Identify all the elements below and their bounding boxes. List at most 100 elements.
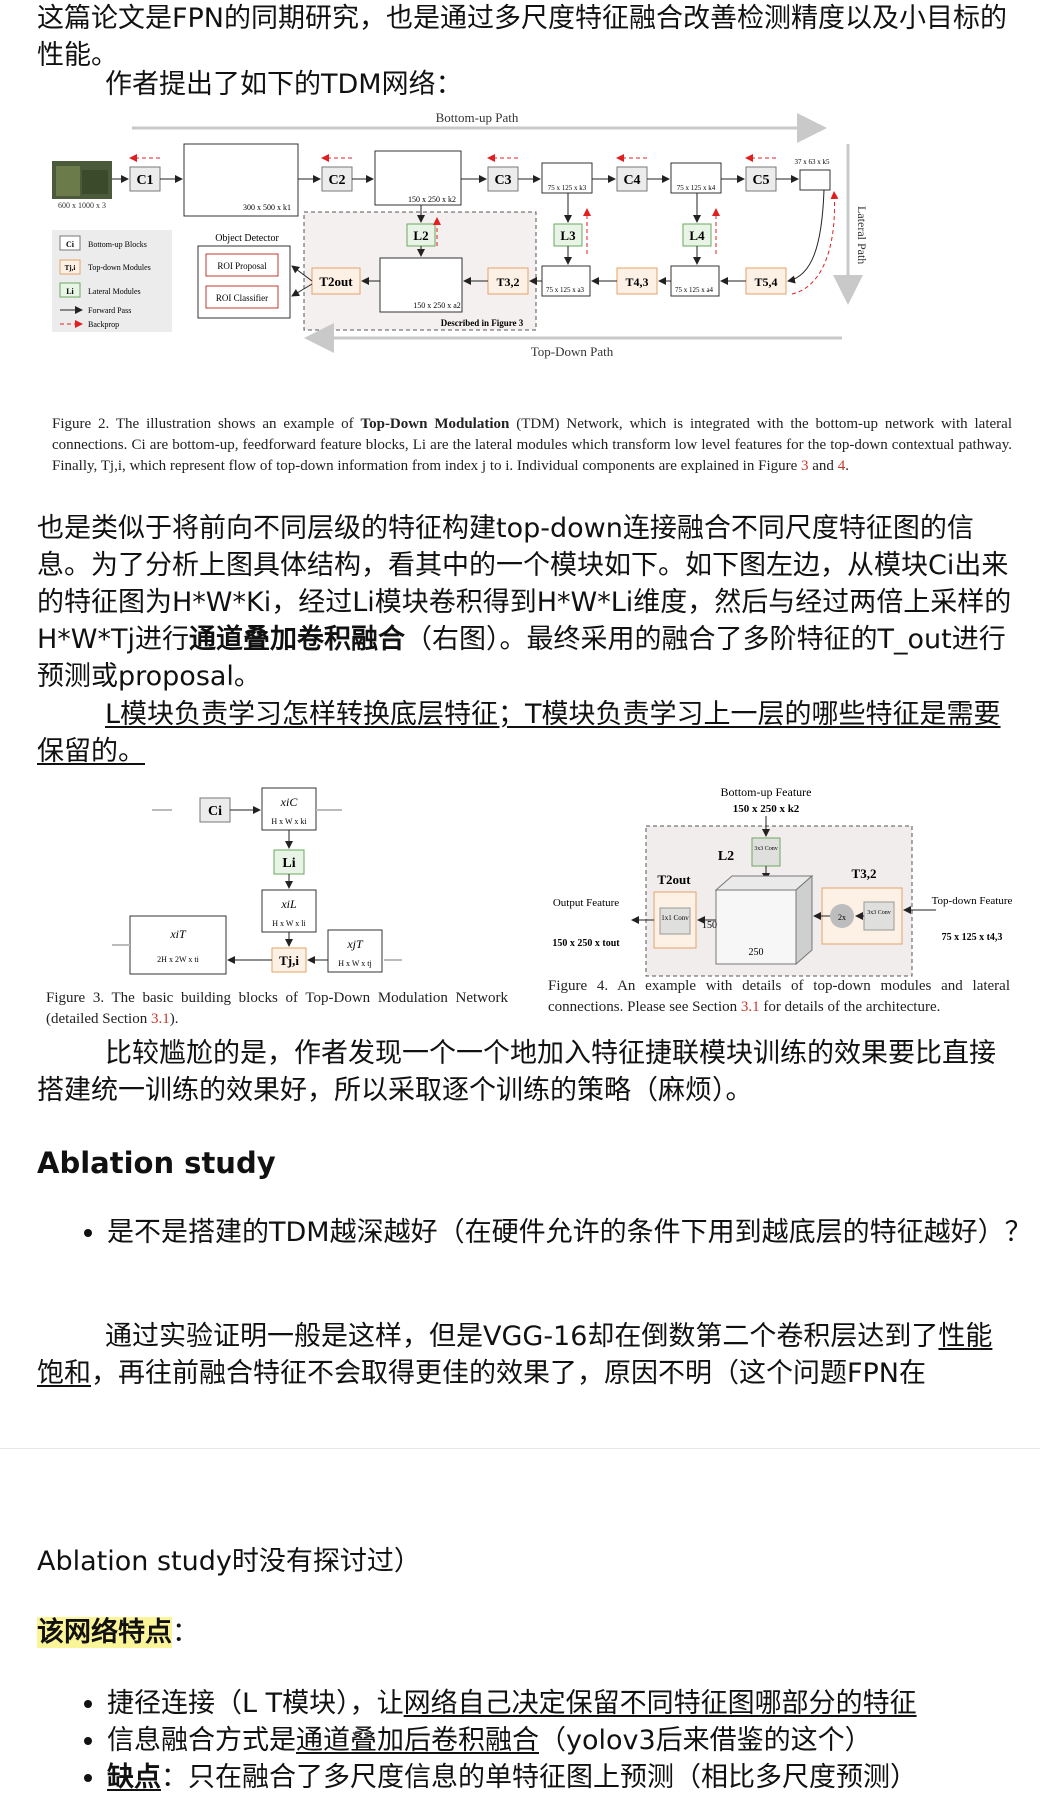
svg-text:T2out: T2out — [657, 872, 691, 887]
t-block-2out: T2out — [311, 267, 361, 295]
figure-3: Ci xiC H x W x ki Li xiL H x W x li Tj,i… — [42, 780, 512, 1032]
intro-paragraph: 这篇论文是FPN的同期研究，也是通过多尺度特征融合改善检测精度以及小目标的性能。 — [37, 3, 1008, 71]
features-list: 捷径连接（L T模块），让网络自己决定保留不同特征图哪部分的特征 信息融合方式是… — [37, 1685, 1040, 1796]
xj-box — [327, 929, 383, 973]
svg-text:250: 250 — [749, 947, 764, 958]
svg-text:T5,4: T5,4 — [754, 275, 777, 289]
input-size: 600 x 1000 x 3 — [58, 201, 106, 210]
list-item: 是不是搭建的TDM越深越好（在硬件允许的条件下用到越底层的特征越好）？ — [107, 1214, 1040, 1251]
svg-text:150: 150 — [702, 920, 717, 931]
svg-text:T4,3: T4,3 — [625, 275, 648, 289]
xt-box — [129, 915, 227, 975]
lateral-path-label: Lateral Path — [855, 206, 869, 264]
svg-text:75 x 125 x a3: 75 x 125 x a3 — [546, 286, 585, 294]
page-1: 这篇论文是FPN的同期研究，也是通过多尺度特征融合改善检测精度以及小目标的性能。… — [0, 0, 1040, 1430]
svg-text:2H x 2W x ti: 2H x 2W x ti — [157, 955, 199, 964]
figure-4: Bottom-up Feature 150 x 250 x k2 L2 3x3 … — [546, 780, 1013, 1020]
svg-text:Ci: Ci — [208, 804, 222, 819]
feature-map-150 — [374, 150, 462, 206]
svg-text:Bottom-up Blocks: Bottom-up Blocks — [88, 240, 147, 249]
svg-text:C3: C3 — [494, 173, 511, 188]
svg-text:150 x 250 x tout: 150 x 250 x tout — [552, 938, 620, 949]
svg-text:T3,2: T3,2 — [496, 275, 519, 289]
svg-text:H x W x tj: H x W x tj — [338, 959, 371, 968]
figure-2: Bottom-up Path Lateral Path 600 x 1000 x… — [52, 106, 1012, 510]
top-down-path-label: Top-Down Path — [531, 344, 614, 359]
svg-text:Backprop: Backprop — [88, 320, 119, 329]
l-block-3: L3 — [553, 223, 583, 247]
lt-module-paragraph: L模块负责学习怎样转换底层特征；T模块负责学习上一层的哪些特征是需要保留的。 — [37, 699, 1001, 767]
svg-text:75 x 125 x k4: 75 x 125 x k4 — [677, 184, 716, 192]
svg-text:75 x 125 x a4: 75 x 125 x a4 — [675, 286, 714, 294]
svg-text:T2out: T2out — [319, 274, 353, 289]
svg-text:C2: C2 — [328, 173, 345, 188]
svg-text:Top-down Feature: Top-down Feature — [932, 895, 1012, 907]
ablation-question-list: 是不是搭建的TDM越深越好（在硬件允许的条件下用到越底层的特征越好）？ — [37, 1214, 1040, 1251]
svg-text:L3: L3 — [560, 228, 576, 243]
td-map-150 — [379, 257, 463, 313]
svg-text:75 x 125 x t4,3: 75 x 125 x t4,3 — [942, 932, 1003, 943]
svg-text:Tj,i: Tj,i — [65, 264, 76, 272]
roi-proposal-box — [205, 253, 279, 277]
roi-classifier-box — [205, 285, 279, 309]
svg-text:Ci: Ci — [66, 240, 75, 249]
svg-text:L4: L4 — [689, 228, 705, 243]
feature-map-75-k3 — [541, 162, 593, 194]
svg-text:Output Feature: Output Feature — [553, 897, 619, 909]
fig4-cube — [715, 889, 797, 965]
feature-map-75-k4 — [670, 162, 722, 194]
td-map-75-a4 — [670, 265, 720, 297]
svg-text:C1: C1 — [136, 173, 153, 188]
svg-text:Tj,i: Tj,i — [279, 953, 299, 968]
t-block-5-4: T5,4 — [745, 267, 787, 295]
svg-text:Li: Li — [66, 287, 74, 296]
svg-text:C4: C4 — [623, 173, 640, 188]
feature-map-300 — [183, 143, 299, 217]
page-2: Ablation study时没有探讨过） 该网络特点： 捷径连接（L T模块）… — [0, 1462, 1040, 1805]
svg-text:3x3 Conv: 3x3 Conv — [754, 846, 778, 852]
svg-text:xiL: xiL — [280, 897, 297, 911]
figure-4-diagram: Bottom-up Feature 150 x 250 x k2 L2 3x3 … — [552, 785, 1013, 977]
svg-text:37 x 63 x k5: 37 x 63 x k5 — [795, 158, 831, 166]
list-item: 信息融合方式是通道叠加后卷积融合（yolov3后来借鉴的这个） — [107, 1722, 1040, 1759]
svg-text:Top-down Modules: Top-down Modules — [88, 263, 151, 272]
figure-3-diagram: Ci xiC H x W x ki Li xiL H x W x li Tj,i… — [112, 787, 402, 975]
svg-text:L2: L2 — [413, 228, 428, 243]
ablation-heading: Ablation study — [37, 1146, 276, 1180]
svg-text:L2: L2 — [718, 849, 734, 864]
features-heading: 该网络特点： — [37, 1617, 199, 1648]
svg-text:ROI Proposal: ROI Proposal — [217, 261, 267, 271]
bottom-up-path-label: Bottom-up Path — [436, 110, 519, 125]
svg-text:75 x 125 x k3: 75 x 125 x k3 — [548, 184, 587, 192]
fig4-conv3 — [751, 837, 781, 867]
intro-tdm-line: 作者提出了如下的TDM网络： — [105, 69, 463, 100]
feature-map-37 — [799, 169, 831, 191]
svg-text:T3,2: T3,2 — [852, 866, 877, 881]
t-block-4-3: T4,3 — [616, 267, 658, 295]
svg-text:300 x 500 x k1: 300 x 500 x k1 — [243, 203, 291, 212]
figure-2-diagram: Bottom-up Path Lateral Path 600 x 1000 x… — [52, 110, 869, 359]
c-block-1: C1 — [129, 166, 161, 192]
td-map-75-a3 — [541, 265, 591, 297]
li-block: Li — [273, 849, 305, 875]
svg-text:1x1 Conv: 1x1 Conv — [661, 914, 689, 922]
l-block-2: L2 — [406, 223, 436, 247]
svg-text:Described in Figure 3: Described in Figure 3 — [441, 318, 524, 328]
xl-box — [261, 889, 317, 933]
c-block-2: C2 — [321, 166, 353, 192]
list-item: 缺点：只在融合了多尺度信息的单特征图上预测（相比多尺度预测） — [107, 1759, 1040, 1796]
page2-continuation: Ablation study时没有探讨过） — [37, 1546, 421, 1577]
training-strategy-paragraph: 比较尴尬的是，作者发现一个一个地加入特征捷联模块训练的效果要比直接搭建统一训练的… — [37, 1038, 996, 1106]
svg-text:C5: C5 — [752, 173, 769, 188]
svg-text:3x3 Conv: 3x3 Conv — [867, 910, 891, 916]
list-item: 捷径连接（L T模块），让网络自己决定保留不同特征图哪部分的特征 — [107, 1685, 1040, 1722]
figure-2-caption: Figure 2. The illustration shows an exam… — [52, 416, 1012, 474]
svg-text:xiC: xiC — [280, 795, 299, 809]
svg-text:ROI Classifier: ROI Classifier — [216, 293, 268, 303]
c-block-4: C4 — [616, 166, 648, 192]
svg-text:150 x 250 x k2: 150 x 250 x k2 — [733, 803, 800, 815]
t-block-3-2: T3,2 — [487, 267, 529, 295]
c-block-5: C5 — [745, 166, 777, 192]
page-divider — [0, 1448, 1040, 1449]
tji-block: Tj,i — [271, 947, 307, 973]
